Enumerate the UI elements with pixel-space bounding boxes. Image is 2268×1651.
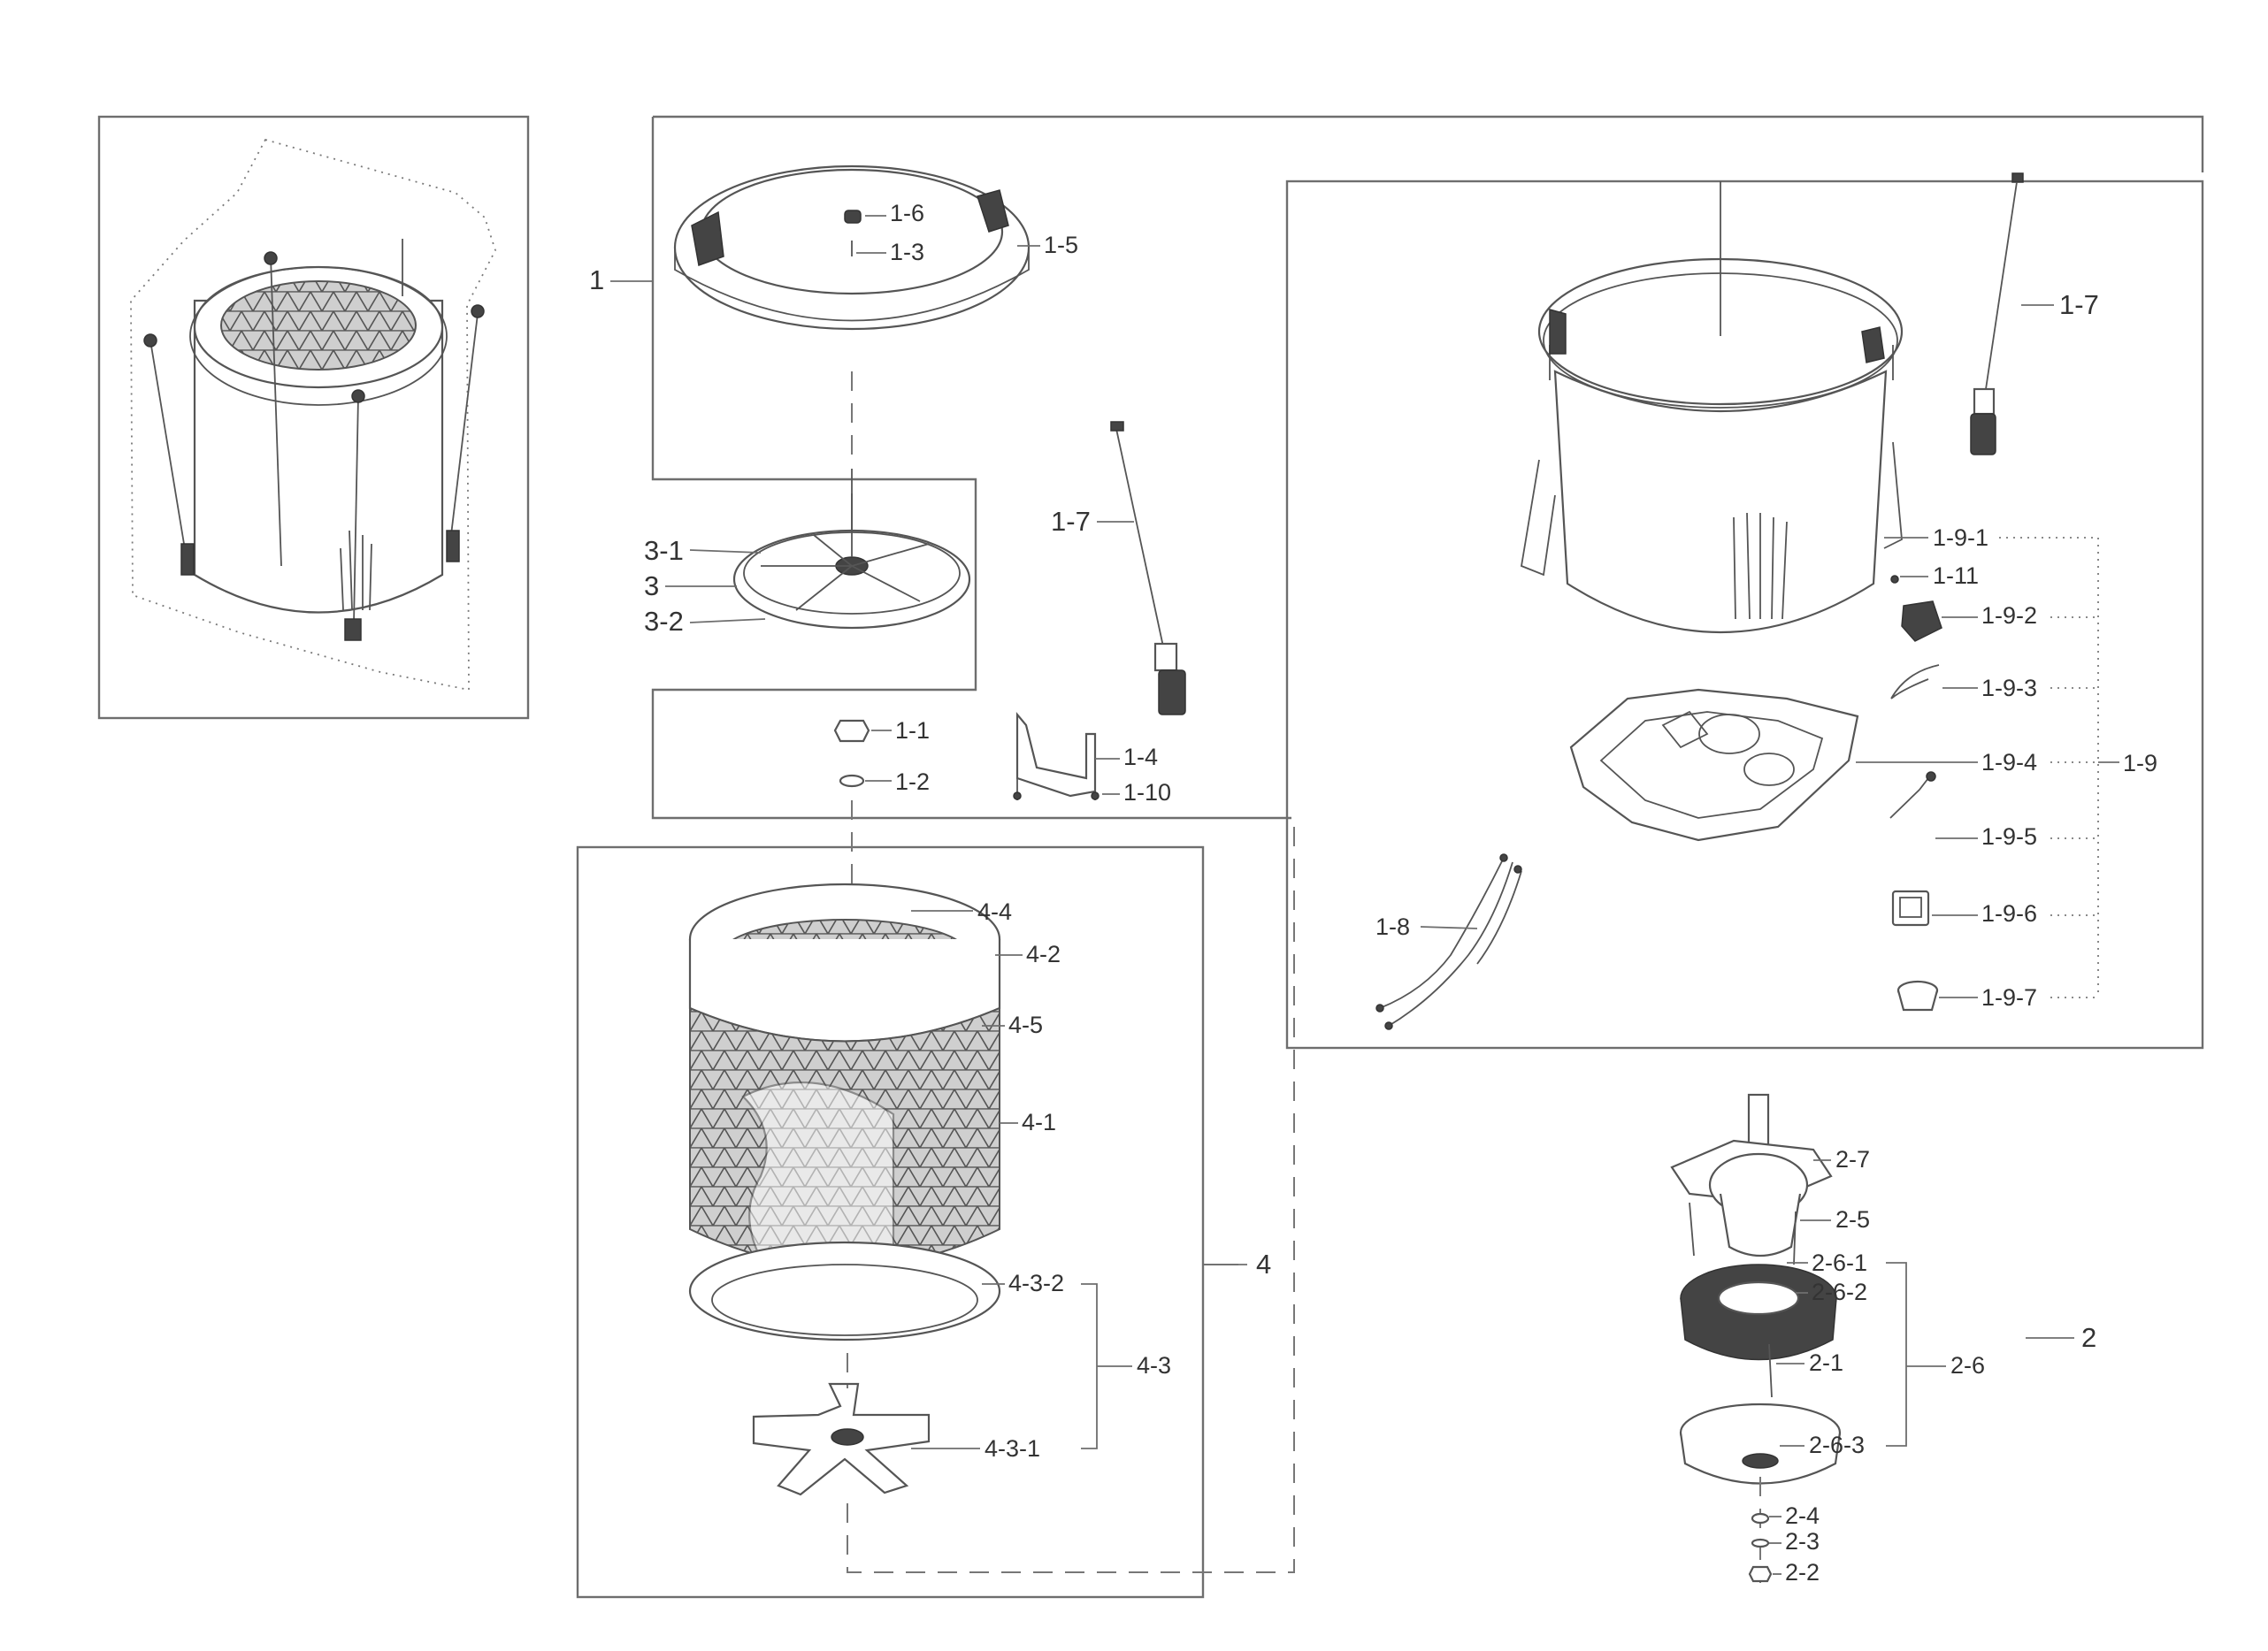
callout-1-3: 1-3 [890,239,924,265]
group-1-9-callouts: 1-9-1 1-11 1-9-2 1-9-3 1-9-4 1-9-5 1-9-6… [1856,524,2157,1011]
suspension-rod-icon-left [1110,421,1186,715]
callout-4-2: 4-2 [1026,941,1061,967]
callout-1-1: 1-1 [895,717,930,744]
callout-4: 4 [1256,1249,1271,1280]
callout-4-1: 4-1 [1022,1109,1056,1135]
callout-1-10: 1-10 [1123,779,1171,806]
callout-1-9: 1-9 [2123,750,2157,776]
tub-cover-icon [673,164,1031,331]
group-1-frame [651,115,2204,820]
group-4-frame [576,845,1205,1599]
callout-1-9-1: 1-9-1 [1933,524,1988,551]
group-3-callouts: 3-1 3 3-2 [644,535,766,637]
pulsator-icon [732,469,971,630]
tub-small-parts [1889,575,1942,1012]
callout-3-2: 3-2 [644,606,684,637]
callout-1-9-5: 1-9-5 [1981,823,2037,850]
callout-2-5: 2-5 [1835,1206,1870,1233]
callout-1-9-2: 1-9-2 [1981,602,2037,629]
callout-2-7: 2-7 [1835,1146,1870,1173]
stator-icon [1680,1264,1837,1398]
callout-1-7-left: 1-7 [1051,506,1091,537]
callout-3: 3 [644,570,659,601]
callout-4-3-1: 4-3-1 [985,1435,1040,1462]
callout-1-9-3: 1-9-3 [1981,675,2037,701]
bracket-icon [1013,711,1100,800]
callout-1-9-6: 1-9-6 [1981,900,2037,927]
flange-icon [752,1382,931,1496]
wire-harness-icon [1375,853,1522,1030]
callout-4-3: 4-3 [1137,1352,1171,1379]
nut-washer-icon [833,719,870,788]
callout-2-3: 2-3 [1785,1528,1820,1555]
frames [97,115,2204,1599]
group-2-callouts: 2-7 2-5 2-6-1 2-6-2 2-1 2-6-3 2-6 2-4 2-… [1769,1146,2096,1586]
callout-2-6-2: 2-6-2 [1812,1279,1867,1305]
outer-tub-icon [1520,181,1904,634]
callout-2-2: 2-2 [1785,1559,1820,1586]
group-1-callouts: 1 1-6 1-3 1-5 [589,200,1078,295]
group-1-9-frame [1285,180,2204,1050]
callout-4-3-2: 4-3-2 [1008,1270,1064,1296]
callout-2-4: 2-4 [1785,1502,1820,1529]
overview-frame [97,115,530,720]
callout-2-1: 2-1 [1809,1349,1843,1376]
callout-1-9-4: 1-9-4 [1981,749,2037,776]
callout-1-8: 1-8 [1375,913,1410,940]
callout-1-9-7: 1-9-7 [1981,984,2037,1011]
callout-2: 2 [2081,1322,2096,1353]
group-1-lower-callouts: 1-1 1-2 [865,717,930,795]
callout-2-6-1: 2-6-1 [1812,1250,1867,1276]
callout-1-2: 1-2 [895,768,930,795]
group-4-callouts: 4-4 4-2 4-5 4-1 4-3-2 4-3 4-3-1 4 [911,898,1271,1462]
motor-hardware [1748,1477,1773,1583]
callout-4-4: 4-4 [977,898,1012,925]
inner-basket-icon [688,883,1001,1341]
overview-icon [130,138,496,692]
callout-2-6: 2-6 [1950,1352,1985,1379]
callout-1-4: 1-4 [1123,744,1158,770]
callout-1-6: 1-6 [890,200,924,226]
callout-1-5: 1-5 [1044,232,1078,258]
suspension-rod-icon-right [1970,172,2024,455]
motor-icon [1670,1093,1833,1265]
callout-1-7-right: 1-7 [2059,289,2099,320]
callout-1-11: 1-11 [1933,562,1979,589]
callout-2-6-3: 2-6-3 [1809,1432,1865,1458]
callout-3-1: 3-1 [644,535,684,566]
tub-base-icon [1569,688,1859,842]
callout-1: 1 [589,264,604,295]
callout-4-5: 4-5 [1008,1012,1043,1038]
